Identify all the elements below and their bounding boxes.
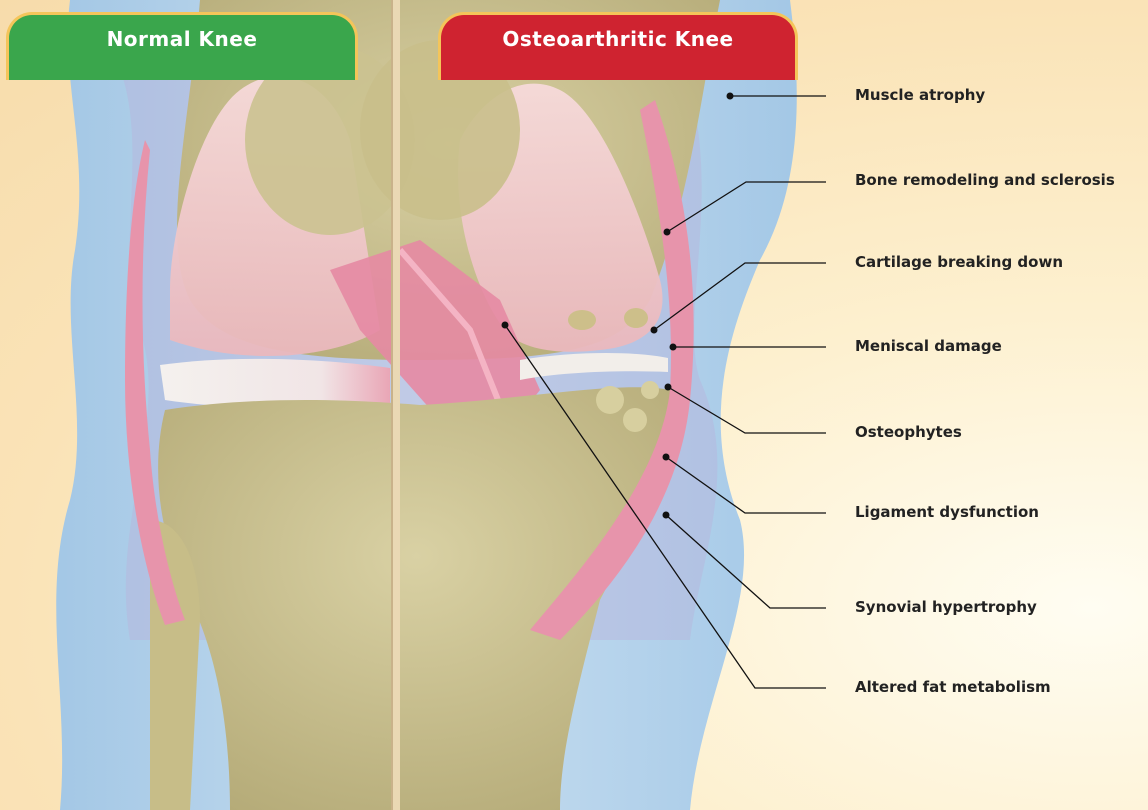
callout-fat-metabolism: Altered fat metabolism [855, 678, 1051, 696]
divider [393, 0, 400, 810]
callout-cartilage: Cartilage breaking down [855, 253, 1063, 271]
callout-ligament: Ligament dysfunction [855, 503, 1039, 521]
callout-osteophytes: Osteophytes [855, 423, 962, 441]
callout-bone-remodeling: Bone remodeling and sclerosis [855, 171, 1115, 189]
callout-synovial: Synovial hypertrophy [855, 598, 1037, 616]
normal-knee-label: Normal Knee [6, 12, 358, 80]
callout-meniscal-damage: Meniscal damage [855, 337, 1002, 355]
callout-muscle-atrophy: Muscle atrophy [855, 86, 985, 104]
osteoarthritic-knee-label: Osteoarthritic Knee [438, 12, 798, 80]
